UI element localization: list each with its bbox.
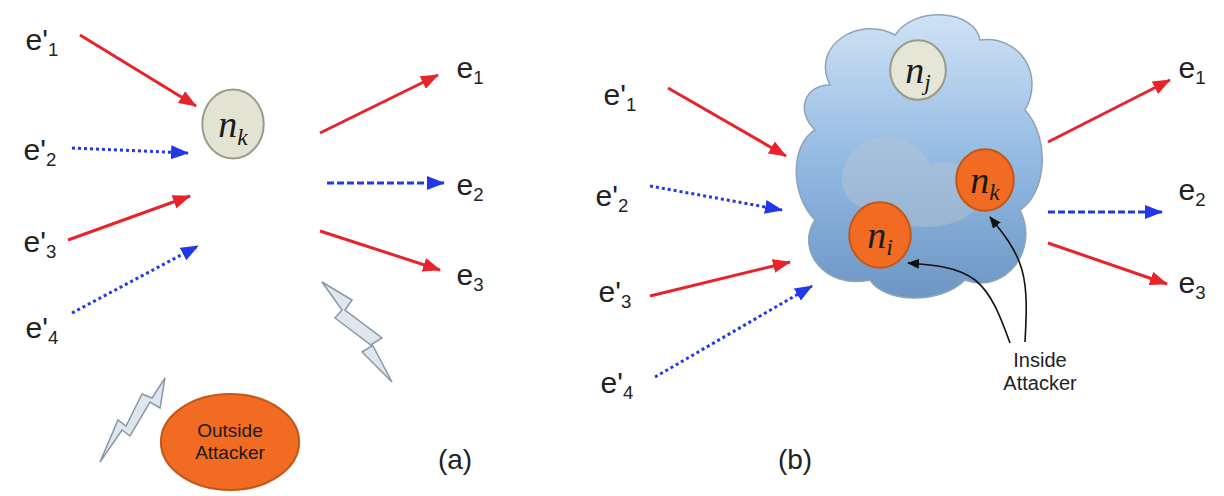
circle-outline — [849, 202, 910, 267]
flow-arrow — [1048, 243, 1167, 284]
circle-outline — [161, 394, 299, 490]
edge-label: e'2 — [596, 179, 629, 213]
symbol-subscript: 1 — [473, 67, 483, 88]
callout-label: Inside Attacker — [990, 349, 1090, 395]
symbol-subscript: 1 — [48, 39, 58, 60]
leader-arrow — [990, 217, 1026, 342]
node-text: Outside Attacker — [174, 420, 286, 464]
edge-label: e'1 — [26, 23, 59, 57]
symbol-subscript: i — [886, 234, 893, 260]
symbol-base: e' — [596, 179, 618, 212]
flow-arrow — [320, 231, 440, 270]
edge-label: e'2 — [24, 133, 57, 167]
edge-label: e'3 — [24, 225, 57, 259]
edge-label: e3 — [456, 258, 483, 292]
symbol-base: n — [970, 159, 989, 201]
symbol-base: e — [456, 51, 473, 84]
flow-arrow — [72, 148, 188, 153]
circle-outline — [890, 40, 946, 100]
symbol-base: e' — [601, 366, 623, 399]
symbol-base: e' — [24, 133, 46, 166]
flow-arrow — [320, 75, 438, 133]
node-text: nk — [970, 158, 999, 202]
symbol-base: e' — [26, 311, 48, 344]
symbol-base: e — [1178, 51, 1195, 84]
symbol-base: e — [1178, 266, 1195, 299]
flow-arrow — [668, 88, 786, 156]
flow-arrow — [1048, 80, 1170, 142]
symbol-subscript: 2 — [473, 184, 483, 205]
attack-bolt — [100, 378, 165, 462]
flow-arrow — [68, 196, 190, 240]
symbol-subscript: j — [924, 69, 931, 95]
panel-label: (b) — [778, 444, 812, 476]
circle-outline — [956, 149, 1014, 210]
symbol-subscript: 3 — [46, 241, 56, 262]
symbol-subscript: 4 — [48, 327, 58, 348]
node-circle: nj — [889, 39, 947, 101]
edge-label: e3 — [1178, 266, 1205, 300]
symbol-base: n — [218, 103, 237, 145]
edge-label: e'1 — [604, 78, 637, 112]
symbol-subscript: 3 — [1195, 282, 1205, 303]
flow-arrow — [650, 186, 782, 210]
symbol-subscript: 1 — [1195, 67, 1205, 88]
symbol-base: e' — [26, 23, 48, 56]
attacker-node: ni — [848, 201, 912, 269]
flow-arrow — [80, 35, 196, 106]
flow-arrow — [1048, 211, 1162, 214]
edge-label: e1 — [456, 51, 483, 85]
symbol-subscript: k — [989, 179, 999, 205]
symbol-subscript: 3 — [473, 274, 483, 295]
circle-outline — [202, 89, 263, 158]
flow-arrow — [650, 262, 790, 296]
symbol-base: n — [867, 214, 886, 256]
symbol-subscript: 1 — [626, 94, 636, 115]
symbol-base: e' — [24, 225, 46, 258]
cloud-outline — [796, 14, 1042, 297]
symbol-base: n — [905, 49, 924, 91]
attacker-node: nk — [955, 148, 1015, 212]
edge-label: e'4 — [601, 366, 634, 400]
attacker-circle: Outside Attacker — [158, 392, 302, 492]
node-text: nk — [218, 102, 247, 146]
node-text: ni — [867, 213, 893, 257]
attack-bolt — [322, 282, 392, 382]
symbol-base: e — [456, 258, 473, 291]
symbol-base: e — [456, 168, 473, 201]
symbol-subscript: 3 — [621, 291, 631, 312]
edge-label: e'3 — [599, 275, 632, 309]
panel-label: (a) — [438, 444, 472, 476]
symbol-subscript: k — [237, 124, 247, 150]
symbol-subscript: 4 — [623, 382, 633, 403]
edge-label: e2 — [456, 168, 483, 202]
network-cloud: njnink — [790, 5, 1040, 300]
flow-arrow — [327, 182, 444, 185]
symbol-subscript: 2 — [46, 149, 56, 170]
leader-arrow — [908, 263, 1010, 343]
flow-arrow — [72, 246, 198, 313]
edge-label: e'4 — [26, 311, 59, 345]
node-text: nj — [905, 48, 931, 92]
edge-label: e2 — [1178, 173, 1205, 207]
edge-label: e1 — [1178, 51, 1205, 85]
symbol-base: e — [1178, 173, 1195, 206]
symbol-base: e' — [604, 78, 626, 111]
symbol-base: e' — [599, 275, 621, 308]
symbol-subscript: 2 — [618, 195, 628, 216]
symbol-subscript: 2 — [1195, 189, 1205, 210]
flow-arrow — [655, 286, 812, 377]
node-circle: nk — [201, 88, 265, 160]
